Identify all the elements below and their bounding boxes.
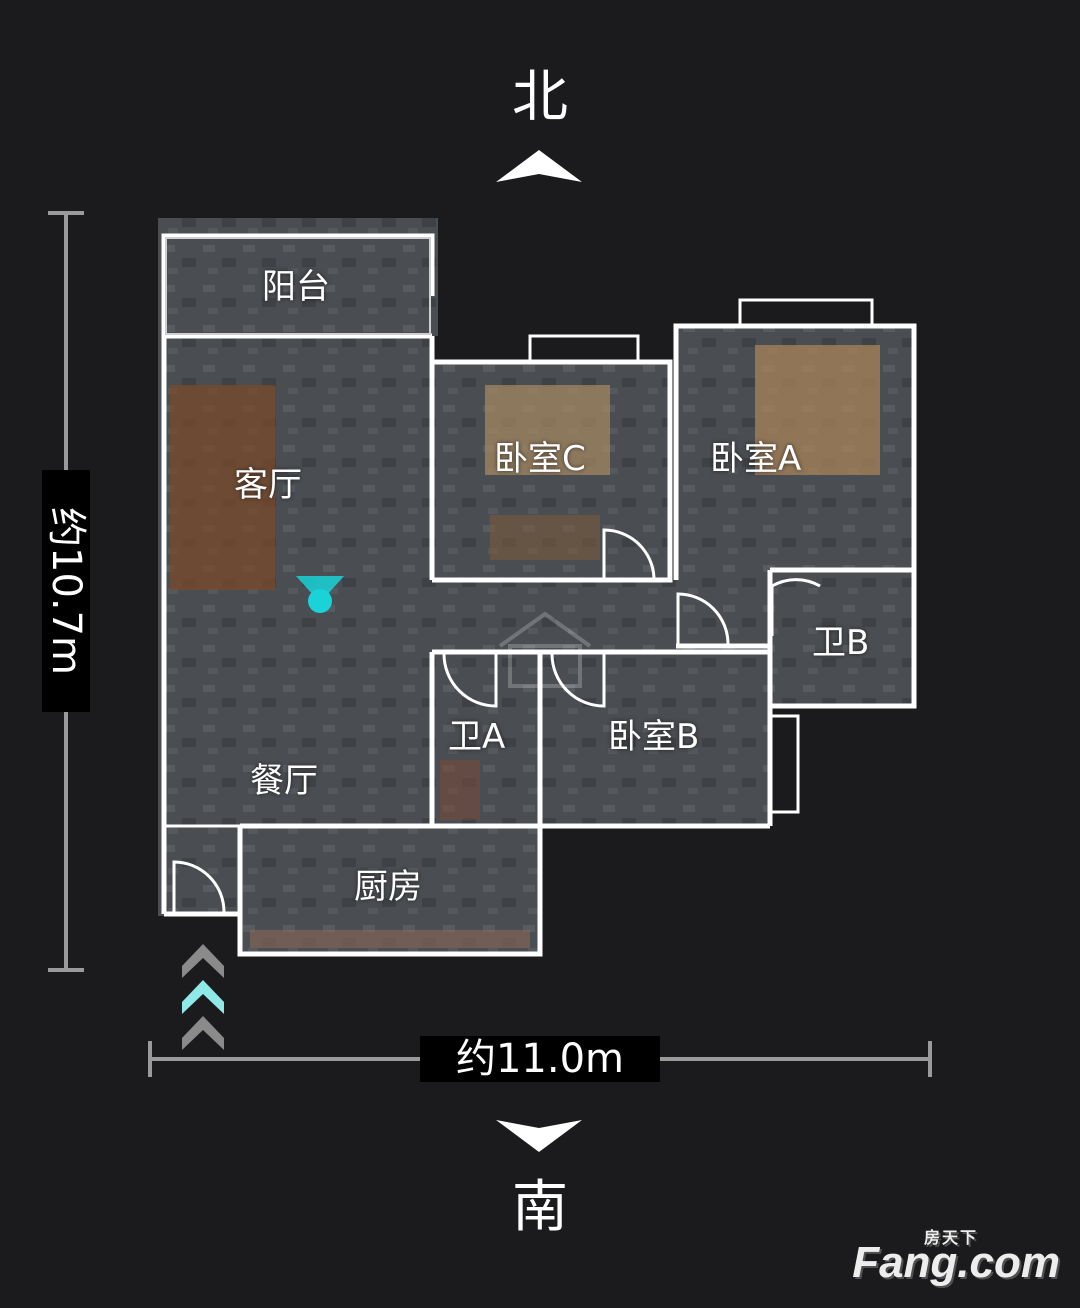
room-label-kitchen: 厨房	[354, 867, 422, 907]
fang-watermark-brand: Fang.com	[852, 1238, 1060, 1287]
height-dimension-label: 约10.7m	[42, 470, 90, 712]
room-label-bedroom-b: 卧室B	[608, 717, 700, 757]
fang-watermark-logo: 房天下 Fang.com	[852, 1230, 1060, 1288]
south-arrow-icon	[496, 1120, 582, 1152]
floor-fill	[158, 218, 916, 954]
room-label-bathroom-a: 卫A	[448, 717, 506, 757]
room-label-balcony: 阳台	[262, 267, 330, 307]
door-swings	[172, 528, 821, 913]
north-arrow-icon	[496, 150, 582, 182]
position-marker-icon	[296, 576, 344, 613]
north-label: 北	[512, 65, 568, 130]
room-label-living-room: 客厅	[234, 465, 302, 505]
room-label-bedroom-c: 卧室C	[494, 439, 586, 479]
house-watermark-icon	[498, 611, 592, 688]
width-dimension-label: 约11.0m	[420, 1036, 660, 1082]
south-label: 南	[512, 1175, 568, 1240]
room-label-bathroom-b: 卫B	[812, 623, 870, 663]
room-label-bedroom-a: 卧室A	[710, 439, 802, 479]
windows	[165, 237, 874, 814]
fang-watermark-cn: 房天下	[923, 1230, 978, 1247]
room-label-dining-room: 餐厅	[250, 761, 318, 801]
entrance-arrows-icon	[182, 944, 224, 1050]
